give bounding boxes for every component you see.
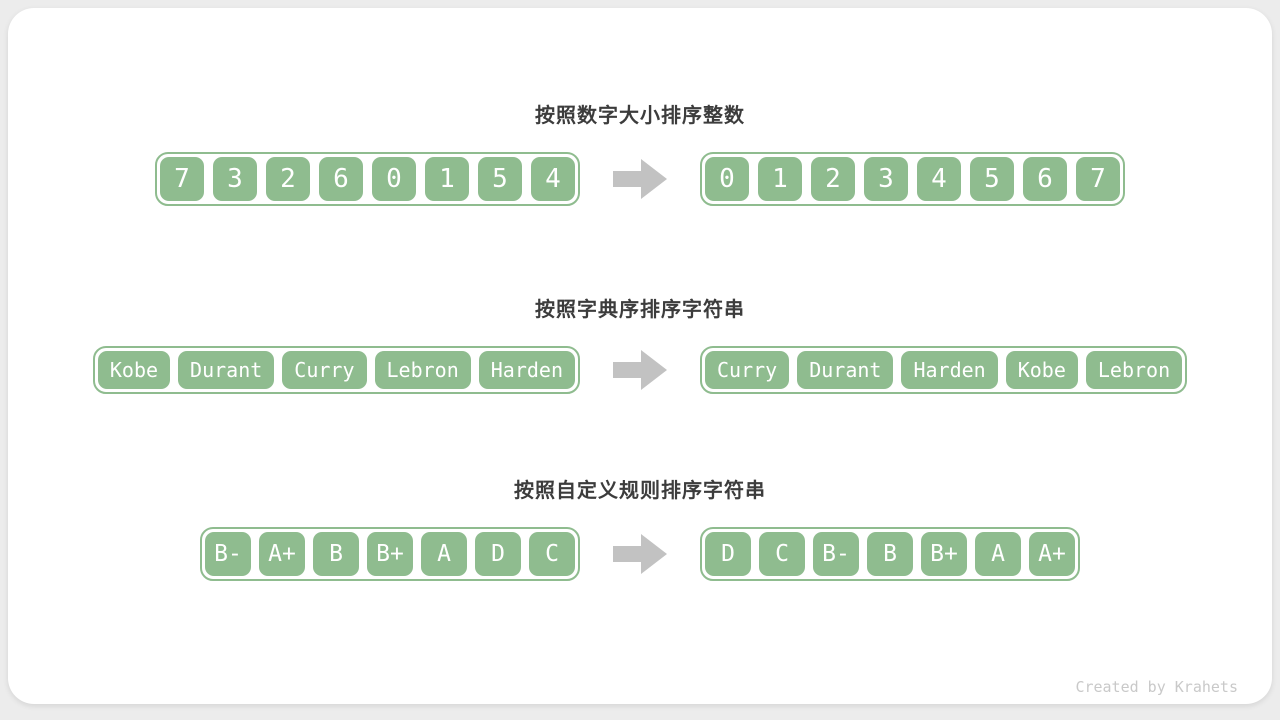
- section-title-lexicographic: 按照字典序排序字符串: [535, 299, 745, 321]
- array-cell: Lebron: [374, 351, 471, 389]
- array-cell: Harden: [901, 351, 998, 389]
- right-arrow-icon: [613, 159, 667, 199]
- array-cell: Durant: [178, 351, 275, 389]
- array-cell: 5: [970, 157, 1014, 201]
- array-cell: A: [975, 532, 1021, 576]
- array-cell: D: [475, 532, 521, 576]
- array-cell: 3: [864, 157, 908, 201]
- array-cell: B-: [813, 532, 859, 576]
- array-cell: C: [529, 532, 575, 576]
- array-cell: Curry: [705, 351, 790, 389]
- section-title-integers: 按照数字大小排序整数: [535, 105, 745, 127]
- array-cell: A: [421, 532, 467, 576]
- array-cell: 1: [425, 157, 469, 201]
- array-cell: Harden: [478, 351, 575, 389]
- array-cell: 0: [372, 157, 416, 201]
- array-cell: 2: [811, 157, 855, 201]
- array-cell: 1: [758, 157, 802, 201]
- array-cell: 4: [917, 157, 961, 201]
- array-cell: B: [313, 532, 359, 576]
- credit-text: Created by Krahets: [1075, 678, 1238, 696]
- array-cell: 6: [319, 157, 363, 201]
- array-cell: 5: [478, 157, 522, 201]
- array-cell: A+: [1029, 532, 1075, 576]
- array-cell: D: [705, 532, 751, 576]
- array-cell: Durant: [797, 351, 894, 389]
- array-cell: B-: [205, 532, 251, 576]
- array-cell: 7: [160, 157, 204, 201]
- array-cell: C: [759, 532, 805, 576]
- array-cell: 7: [1076, 157, 1120, 201]
- array-cell: Kobe: [1005, 351, 1078, 389]
- array-cell: B+: [921, 532, 967, 576]
- section-title-custom-rule: 按照自定义规则排序字符串: [514, 480, 766, 502]
- array-cell: 2: [266, 157, 310, 201]
- array-cell: 6: [1023, 157, 1067, 201]
- array-cell: 3: [213, 157, 257, 201]
- array-cell: 0: [705, 157, 749, 201]
- array-cell: Curry: [282, 351, 367, 389]
- array-cell: B+: [367, 532, 413, 576]
- right-arrow-icon: [613, 350, 667, 390]
- array-cell: Lebron: [1085, 351, 1183, 389]
- array-cell: A+: [259, 532, 305, 576]
- right-arrow-icon: [613, 534, 667, 574]
- array-cell: B: [867, 532, 913, 576]
- array-cell: Kobe: [97, 351, 171, 389]
- array-cell: 4: [531, 157, 575, 201]
